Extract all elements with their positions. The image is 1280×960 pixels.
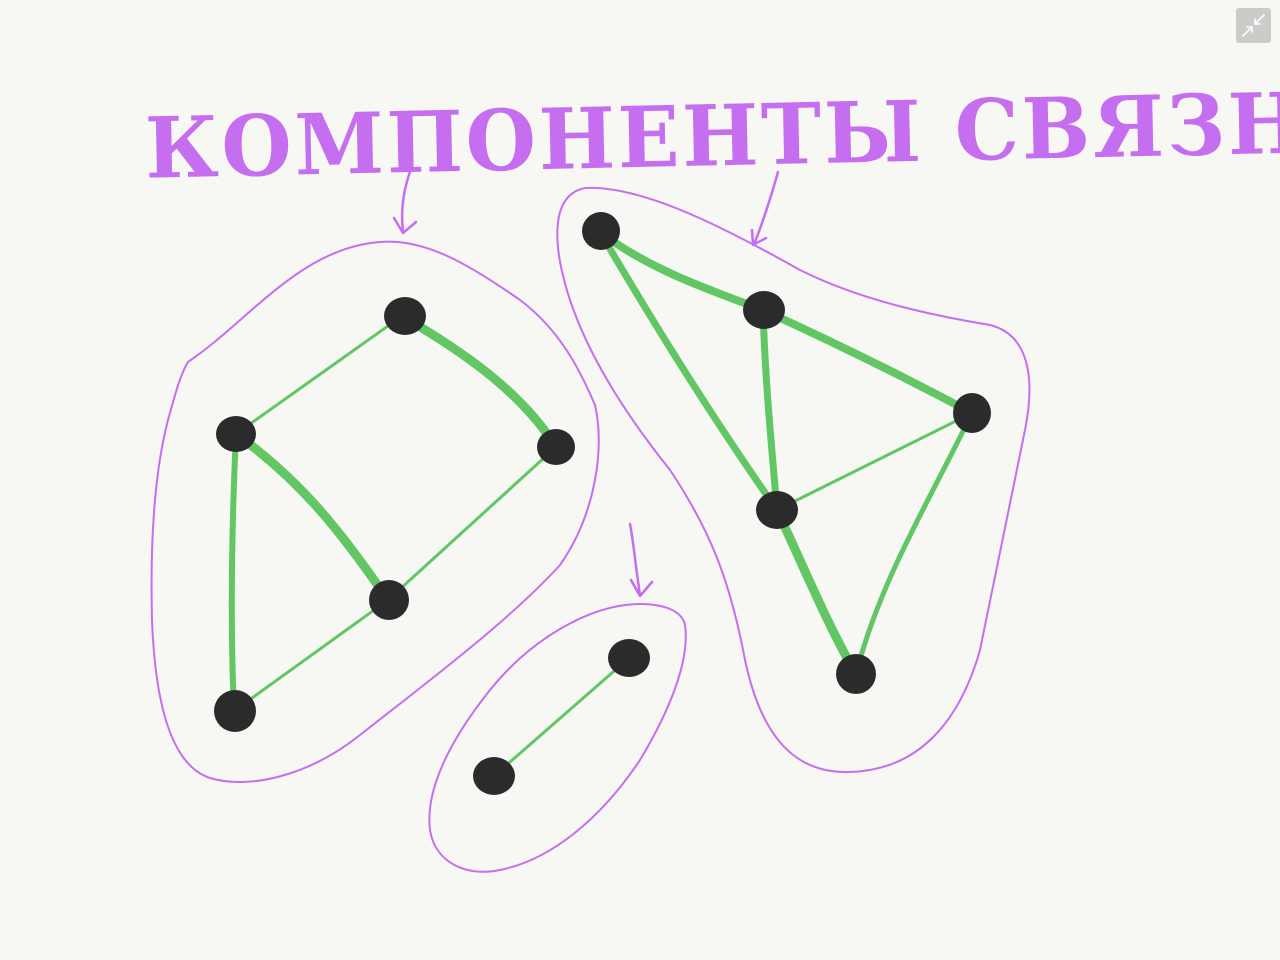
graph-node [473, 757, 515, 795]
component-outline-right [556, 186, 1031, 774]
graph-edge [228, 431, 239, 714]
graph-node [214, 690, 256, 732]
graph-node [537, 429, 575, 465]
component-outline-left [150, 240, 600, 784]
graph-edge [596, 228, 767, 314]
annotation-arrow-left [392, 164, 418, 235]
collapse-button[interactable] [1236, 8, 1271, 43]
graph-edge [772, 505, 861, 679]
graph-node [608, 639, 650, 677]
graph-node [582, 212, 620, 250]
diagram-title-text: компоненты связности [144, 67, 1280, 198]
graph-edge [853, 410, 975, 677]
graph-node [743, 291, 785, 329]
graph-edge [386, 445, 558, 602]
graph-node [216, 416, 256, 452]
graph-node [369, 580, 409, 620]
diagram-title: компоненты связности [144, 67, 1280, 197]
graph-edge [397, 311, 561, 452]
annotation-arrow-right [750, 170, 780, 247]
graph-edge [759, 306, 781, 514]
graph-node [384, 297, 426, 335]
graph-edge [232, 598, 390, 713]
graph-edge [596, 228, 781, 514]
graph-node [953, 393, 991, 433]
annotation-arrow-bottom [628, 522, 654, 598]
collapse-arrows-icon [1236, 8, 1271, 43]
graph-edge [775, 411, 974, 512]
graph-edge [234, 314, 404, 436]
graph-edge [759, 306, 976, 417]
graph-node [756, 491, 798, 529]
graph-edge [231, 429, 393, 605]
graph-node [836, 654, 876, 694]
graph-edge [492, 656, 631, 778]
component-outline-bottom [428, 603, 687, 873]
